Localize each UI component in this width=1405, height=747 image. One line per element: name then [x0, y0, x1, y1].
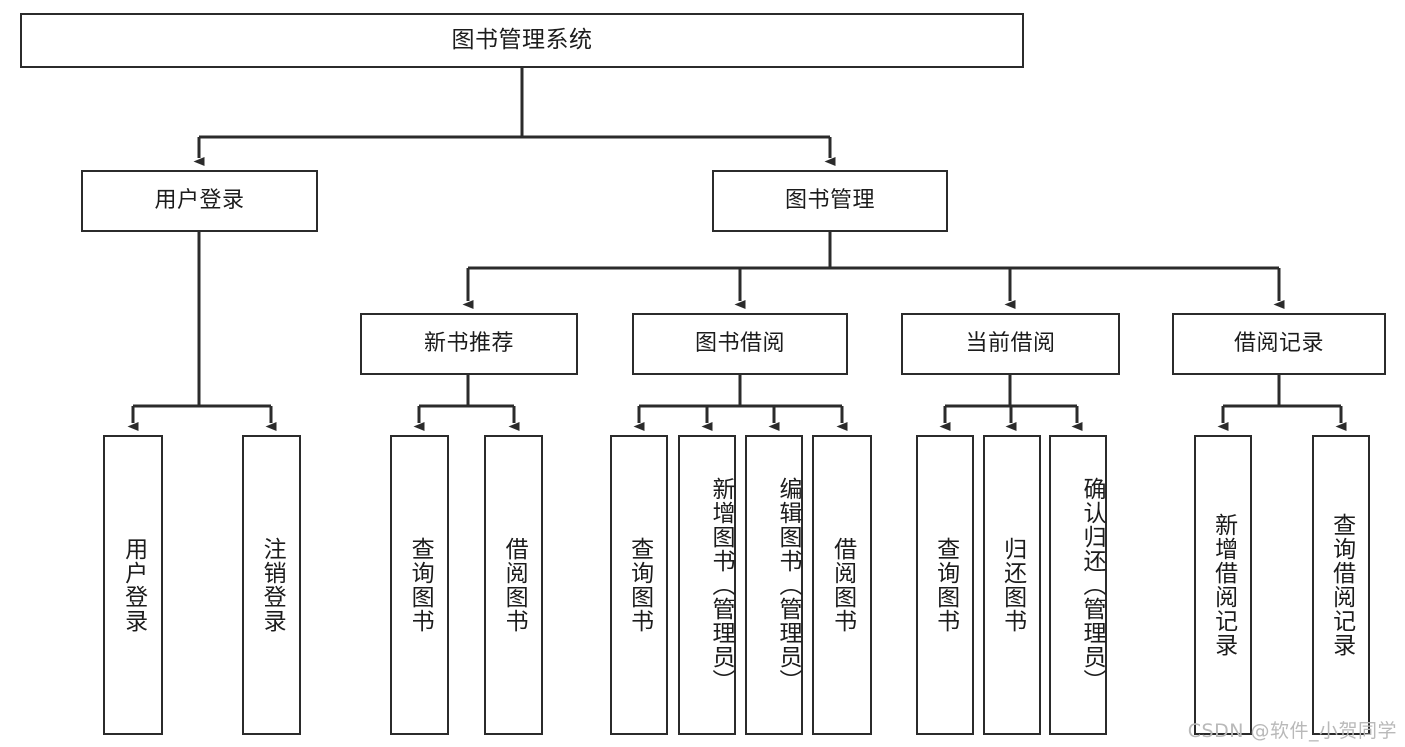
node-leaf-query-book-3[interactable]: 查询图书 — [916, 435, 974, 735]
node-leaf-edit-book[interactable]: 编辑图书（管理员） — [745, 435, 803, 735]
node-leaf-add-record-label: 新增借阅记录 — [1210, 513, 1237, 657]
node-leaf-add-record[interactable]: 新增借阅记录 — [1194, 435, 1252, 735]
node-book-borrow[interactable]: 图书借阅 — [632, 313, 848, 375]
node-root-label: 图书管理系统 — [451, 26, 593, 53]
node-leaf-confirm-return[interactable]: 确认归还（管理员） — [1049, 435, 1107, 735]
node-leaf-borrow-book-1-label: 借阅图书 — [501, 537, 528, 633]
node-new-book-rec[interactable]: 新书推荐 — [360, 313, 578, 375]
node-current-borrow[interactable]: 当前借阅 — [901, 313, 1120, 375]
node-book-manage[interactable]: 图书管理 — [712, 170, 948, 232]
node-leaf-return-book[interactable]: 归还图书 — [983, 435, 1041, 735]
node-leaf-query-record[interactable]: 查询借阅记录 — [1312, 435, 1370, 735]
node-current-borrow-label: 当前借阅 — [965, 330, 1056, 356]
node-borrow-record-label: 借阅记录 — [1233, 330, 1324, 356]
node-leaf-query-book-2[interactable]: 查询图书 — [610, 435, 668, 735]
node-leaf-query-book-1[interactable]: 查询图书 — [390, 435, 449, 735]
node-leaf-edit-book-label: 编辑图书（管理员） — [775, 477, 801, 693]
node-leaf-user-login[interactable]: 用户登录 — [103, 435, 163, 735]
node-leaf-borrow-book-2-label: 借阅图书 — [829, 537, 856, 633]
node-borrow-record[interactable]: 借阅记录 — [1172, 313, 1386, 375]
node-user-login[interactable]: 用户登录 — [81, 170, 318, 232]
node-leaf-user-logout[interactable]: 注销登录 — [242, 435, 301, 735]
node-book-borrow-label: 图书借阅 — [694, 330, 785, 356]
node-leaf-confirm-return-label: 确认归还（管理员） — [1079, 477, 1105, 693]
node-leaf-query-book-2-label: 查询图书 — [626, 537, 653, 633]
node-leaf-borrow-book-2[interactable]: 借阅图书 — [812, 435, 872, 735]
node-root[interactable]: 图书管理系统 — [20, 13, 1024, 68]
node-leaf-return-book-label: 归还图书 — [999, 537, 1026, 633]
node-new-book-rec-label: 新书推荐 — [423, 330, 514, 356]
node-leaf-query-book-1-label: 查询图书 — [407, 537, 434, 633]
node-leaf-query-book-3-label: 查询图书 — [932, 537, 959, 633]
watermark: CSDN @软件_小贺同学 — [1187, 720, 1397, 742]
node-user-login-label: 用户登录 — [154, 187, 245, 213]
node-leaf-add-book[interactable]: 新增图书（管理员） — [678, 435, 736, 735]
node-book-manage-label: 图书管理 — [784, 187, 875, 213]
node-leaf-user-login-label: 用户登录 — [120, 537, 147, 633]
node-leaf-add-book-label: 新增图书（管理员） — [708, 477, 734, 693]
node-leaf-query-record-label: 查询借阅记录 — [1328, 513, 1355, 657]
node-leaf-borrow-book-1[interactable]: 借阅图书 — [484, 435, 543, 735]
node-leaf-user-logout-label: 注销登录 — [259, 537, 286, 633]
